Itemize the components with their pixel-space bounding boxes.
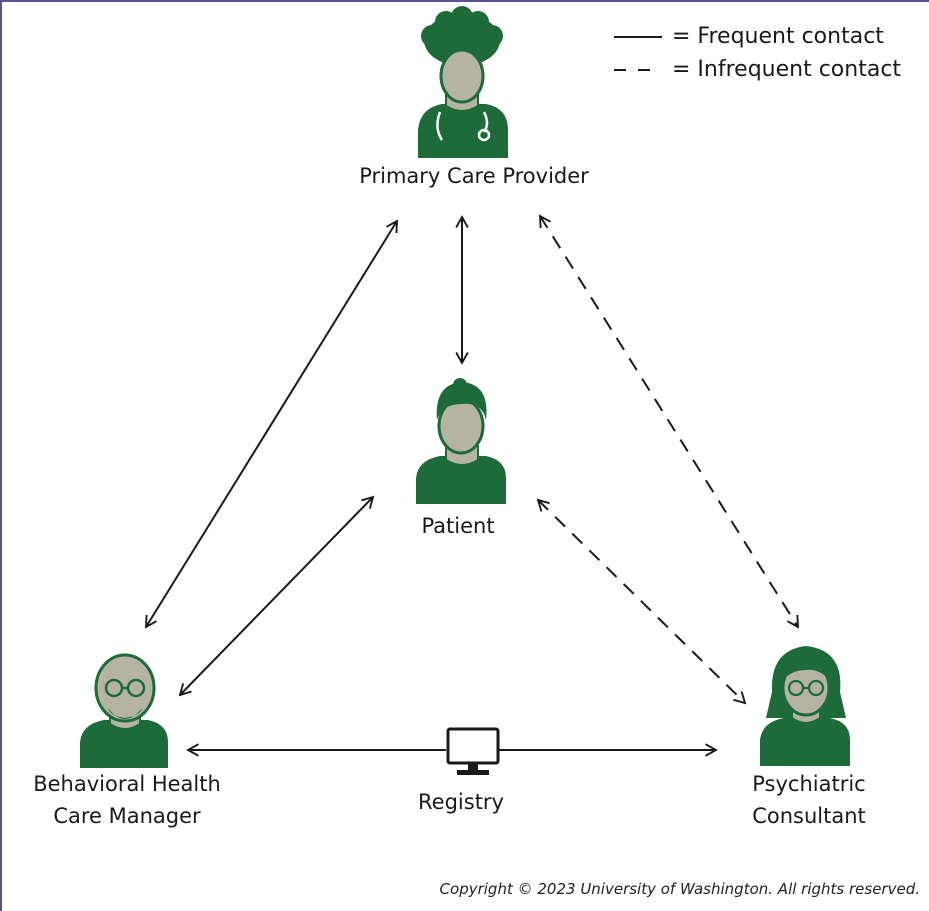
label-registry: Registry	[418, 790, 504, 814]
copyright-notice: Copyright © 2023 University of Washingto…	[439, 880, 920, 898]
behavioral-health-care-manager-icon	[80, 653, 168, 768]
arrow-pcp-psych	[538, 214, 800, 629]
label-primary-care-provider: Primary Care Provider	[359, 164, 589, 188]
arrow-patient-psych	[536, 498, 747, 705]
monitor-icon	[446, 727, 500, 775]
label-psych-line1: Psychiatric	[752, 772, 866, 796]
primary-care-provider-icon	[418, 6, 508, 158]
legend-solid-label: = Frequent contact	[672, 24, 884, 49]
label-bhcm-line2: Care Manager	[53, 804, 201, 828]
label-psych-line2: Consultant	[752, 804, 866, 828]
patient-icon	[416, 378, 506, 504]
arrow-pcp-bhcm	[144, 219, 399, 629]
psychiatric-consultant-icon	[760, 646, 850, 766]
label-patient: Patient	[421, 514, 495, 538]
legend-dashed-label: = Infrequent contact	[672, 57, 902, 82]
arrow-patient-bhcm	[178, 495, 375, 697]
label-bhcm-line1: Behavioral Health	[33, 772, 221, 796]
